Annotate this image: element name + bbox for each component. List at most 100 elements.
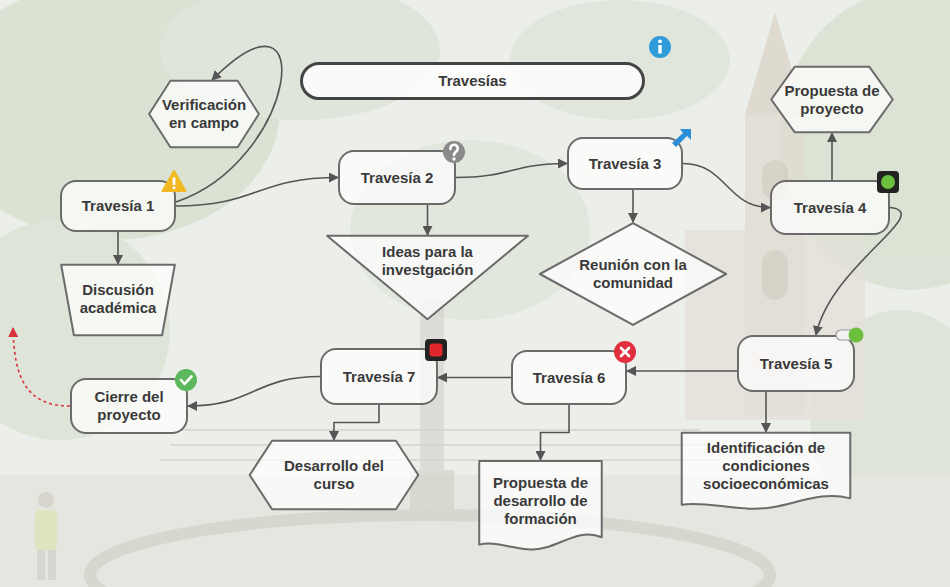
- church-building: [762, 250, 788, 300]
- passerby: [35, 492, 57, 580]
- warning-icon: [173, 186, 176, 189]
- process-box: Cierre del proyecto: [70, 378, 188, 434]
- node-label: Travesía 3: [589, 155, 662, 173]
- document-node: Identificación de condiciones socioeconó…: [680, 432, 852, 511]
- node-label: Discusión académica: [74, 281, 162, 317]
- node-label: Identificación de condiciones socioeconó…: [688, 439, 844, 493]
- tree-canopy: [510, 0, 730, 120]
- process-box: Travesía 2: [338, 150, 456, 205]
- text-group: Identificación de condiciones socioeconó…: [688, 439, 844, 493]
- node-label: Reunión con la comunidad: [575, 256, 691, 292]
- node-label: Cierre del proyecto: [82, 388, 176, 424]
- connector: [627, 370, 737, 372]
- connector: [334, 405, 379, 440]
- trend-arrow-icon: [672, 129, 691, 147]
- node-label: Travesías: [438, 72, 506, 90]
- text-group: Propuesta de desarrollo de formación: [486, 474, 595, 528]
- check-icon: [175, 369, 197, 391]
- status-light-icon: [877, 171, 899, 193]
- node-label: Propuesta de proyecto: [784, 82, 880, 118]
- node-label: Propuesta de desarrollo de formación: [486, 474, 595, 528]
- shape-outline: [540, 223, 726, 325]
- shape-outline: [61, 265, 175, 336]
- fountain-rim: [90, 515, 770, 587]
- hexagon-node: Verificación en campo: [148, 80, 260, 148]
- info-icon: [658, 40, 662, 44]
- process-box: Travesía 1: [60, 180, 176, 232]
- cancel-icon: [621, 348, 629, 356]
- stop-icon: [425, 339, 447, 361]
- dotted-exit-arrow: [13, 328, 70, 406]
- node-label: Travesía 4: [794, 199, 867, 217]
- connector: [831, 133, 833, 180]
- check-icon: [175, 369, 197, 391]
- connector: [456, 164, 567, 178]
- text-group: Ideas para la investgación: [360, 243, 495, 279]
- connector: [188, 377, 320, 407]
- text-group: Cierre del proyecto: [82, 388, 176, 424]
- question-icon: [443, 141, 465, 163]
- text-group: Travesía 6: [521, 369, 617, 387]
- node-label: Travesía 6: [533, 369, 606, 387]
- process-box: Travesía 5: [737, 335, 855, 392]
- passerby: [37, 550, 45, 580]
- triangle-node: Ideas para la investgación: [325, 235, 530, 320]
- connector: [438, 377, 511, 379]
- text-group: Propuesta de proyecto: [784, 82, 880, 118]
- info-icon: [658, 45, 661, 54]
- connector: [632, 190, 634, 222]
- shape-outline: [479, 461, 602, 550]
- shape-outline: [250, 441, 419, 510]
- trend-arrow-icon: [672, 129, 691, 147]
- question-icon: [443, 141, 465, 163]
- stop-icon: [425, 339, 447, 361]
- info-icon: [649, 36, 671, 58]
- node-label: Desarrollo del curso: [283, 457, 385, 493]
- shape-outline: [149, 81, 259, 148]
- status-light-icon: [877, 171, 899, 193]
- info-icon: [649, 36, 671, 58]
- node-label: Verificación en campo: [162, 96, 246, 132]
- hexagon-node: Desarrollo del curso: [248, 440, 420, 510]
- connector: [683, 164, 770, 208]
- node-label: Travesía 1: [82, 197, 155, 215]
- connector: [427, 205, 429, 235]
- tree-canopy: [0, 0, 950, 530]
- toggle-icon: [836, 330, 858, 340]
- text-group: Verificación en campo: [162, 96, 246, 132]
- text-group: Travesía 1: [70, 197, 166, 215]
- document-node: Propuesta de desarrollo de formación: [478, 460, 603, 552]
- status-light-icon: [881, 175, 895, 189]
- passerby: [38, 492, 54, 508]
- node-label: Travesía 5: [760, 355, 833, 373]
- text-group: Travesía 2: [348, 169, 446, 187]
- text-group: Travesías: [323, 72, 622, 90]
- toggle-icon: [849, 328, 864, 343]
- shape-outline: [771, 67, 893, 133]
- check-icon: [181, 377, 192, 385]
- text-group: Travesía 4: [780, 199, 880, 217]
- node-label: Ideas para la investgación: [360, 243, 495, 279]
- connector: [117, 232, 119, 264]
- process-box: Travesía 4: [770, 180, 890, 235]
- connector: [765, 392, 767, 432]
- node-label: Travesía 7: [343, 368, 416, 386]
- cancel-icon: [614, 341, 636, 363]
- process-box: Travesía 6: [511, 350, 627, 405]
- hexagon-node: Propuesta de proyecto: [770, 66, 894, 133]
- shape-outline: [682, 433, 851, 509]
- connector: [176, 178, 338, 207]
- warning-icon: [163, 171, 186, 191]
- toggle-icon: [836, 328, 864, 343]
- trapezoid-node: Discusión académica: [60, 264, 176, 336]
- text-group: Travesía 7: [330, 368, 428, 386]
- process-box: Travesía 3: [567, 137, 683, 190]
- title-pill: Travesías: [300, 62, 645, 100]
- passerby: [35, 510, 57, 550]
- cancel-icon: [614, 341, 636, 363]
- warning-icon: [163, 171, 186, 191]
- process-box: Travesía 7: [320, 348, 438, 405]
- text-group: Reunión con la comunidad: [575, 256, 691, 292]
- text-group: Travesía 3: [577, 155, 673, 173]
